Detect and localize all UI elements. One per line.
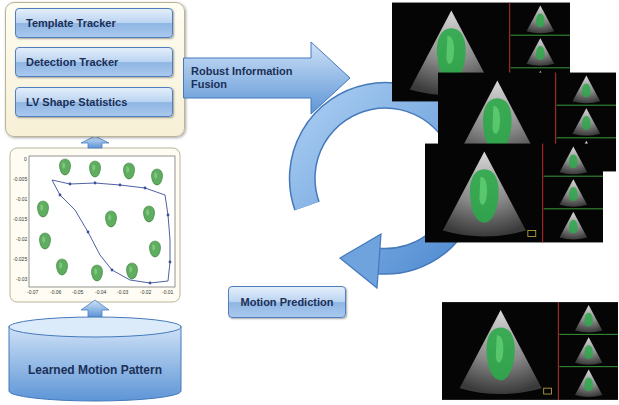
node-label: Template Tracker <box>26 17 116 30</box>
node-label: Motion Prediction <box>241 296 334 309</box>
database-cylinder: Learned Motion Pattern <box>8 316 182 402</box>
axis-tick: -0.01 <box>162 289 173 295</box>
axis-tick: -0.01 <box>16 196 27 202</box>
axis-tick: -0.03 <box>117 289 128 295</box>
node-label: Detection Tracker <box>26 56 118 69</box>
axis-tick: 0 <box>24 156 27 162</box>
cylinder-outline <box>8 316 182 402</box>
axis-tick: -0.03 <box>16 276 27 282</box>
fusion-arrow: Robust Information Fusion <box>183 40 351 118</box>
axis-tick: -0.02 <box>16 236 27 242</box>
axis-tick: -0.02 <box>140 289 151 295</box>
label-holder: Robust Information Fusion <box>191 58 303 98</box>
arrow-shape <box>184 42 351 114</box>
cylinder-top <box>9 317 181 337</box>
axis-tick: -0.05 <box>72 289 83 295</box>
axis-tick: -0.04 <box>95 289 106 295</box>
node-label: Robust Information Fusion <box>191 65 303 91</box>
process-box: Template Tracker <box>15 8 173 38</box>
axis-tick: -0.06 <box>50 289 61 295</box>
node-label: Learned Motion Pattern <box>28 364 162 377</box>
axis-tick: -0.015 <box>13 216 27 222</box>
process-box: Motion Prediction <box>228 286 346 318</box>
process-box: Detection Tracker <box>15 47 173 77</box>
axis-tick: -0.07 <box>27 289 38 295</box>
node-label: LV Shape Statistics <box>26 96 127 109</box>
axis-tick: -0.025 <box>13 256 27 262</box>
axis-tick: -0.005 <box>13 176 27 182</box>
process-box: LV Shape Statistics <box>15 87 173 117</box>
